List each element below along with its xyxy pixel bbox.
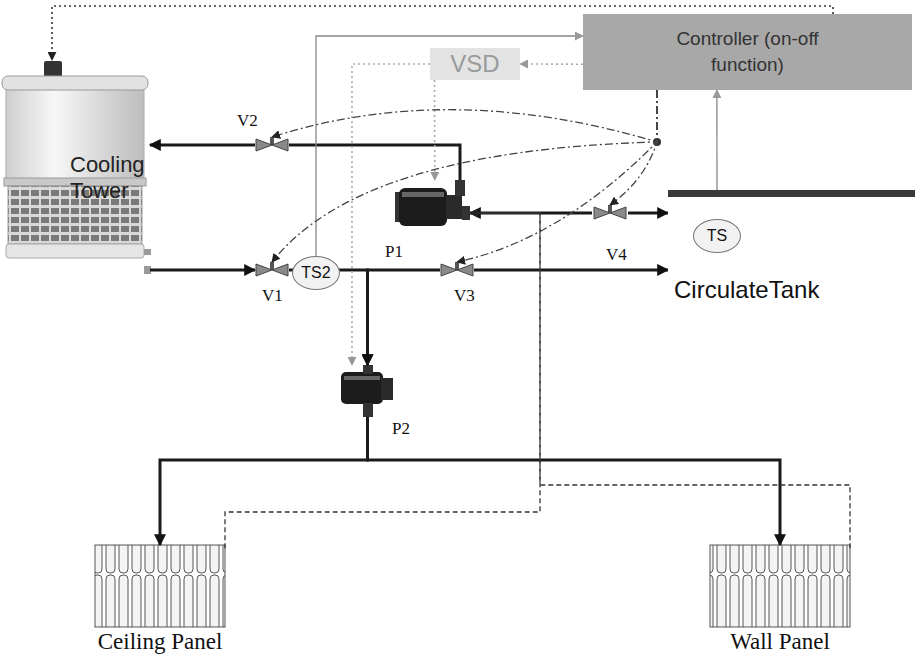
control-signal [272,90,657,262]
valve-symbol [441,262,473,276]
vsd-box: VSD [430,48,520,80]
node-label: Ceiling Panel [75,629,245,655]
ceiling-panel: Ceiling Panel [95,545,225,627]
node-label: CirculateTank [674,276,819,304]
label-holder: Wall Panel [695,629,865,655]
node-label: Cooling Tower [70,152,150,204]
pump: P2 [340,365,395,417]
node-label: V3 [452,286,477,305]
water-pipe [160,417,368,545]
valve-symbol [594,205,626,219]
valve: V2 [255,137,289,153]
node-label: TS2 [301,264,330,282]
wall-panel-art [710,545,850,627]
control-signal [352,64,430,365]
return-pipe [225,213,540,548]
label-holder: V2 [235,111,260,131]
node-label: P1 [383,242,405,261]
control-signal [457,90,657,262]
label-holder: Ceiling Panel [75,629,245,655]
water-pipe [368,417,781,545]
controller-box: Controller (on-off function) [583,14,912,90]
control-signal [610,90,657,205]
valve: V4 [592,205,628,221]
ceiling-panel-art [95,545,225,627]
cooling-tower-art [2,61,151,274]
valve-symbol [256,262,288,276]
water-pipe [628,212,668,215]
temperature-sensor: TS [693,219,741,253]
control-signal [434,80,436,180]
pump-p1-art [395,180,470,226]
control-signal [316,36,583,256]
valve-symbol [256,137,288,151]
label-holder: P2 [390,419,412,439]
cooling-tower: Cooling Tower [0,60,150,280]
node-label: Controller (on-off function) [668,26,828,78]
water-pipe [150,269,255,272]
valve: V3 [440,262,474,278]
circulate-tank: CirculateTank TS [668,190,915,320]
temperature-sensor: TS2 [292,256,340,290]
water-pipe [150,143,255,146]
node-label: Wall Panel [695,629,865,655]
water-pipe [368,270,441,365]
wall-panel: Wall Panel [710,545,850,627]
water-pipe [474,268,668,271]
control-signal [520,63,583,65]
label-holder: P1 [383,242,405,262]
pump-p2-art [341,365,393,417]
pump: P1 [395,180,470,232]
node-label: V2 [235,111,260,130]
control-signal [272,90,657,142]
label-holder: V1 [260,286,285,306]
node-label: V1 [260,286,285,305]
node-label: TS [707,227,727,245]
node-label: V4 [604,245,629,264]
label-holder: V4 [604,245,629,265]
node-label: P2 [390,419,412,438]
valve: V1 [255,262,289,278]
node-label: VSD [450,50,499,78]
label-holder: V3 [452,286,477,306]
